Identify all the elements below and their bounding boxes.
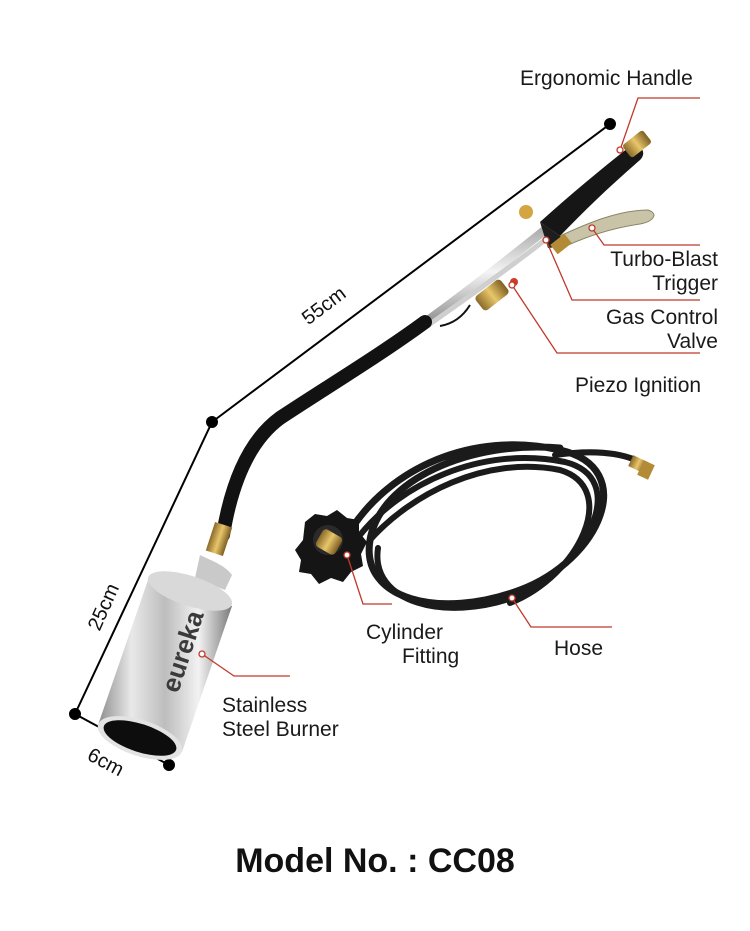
hose-illustration	[318, 441, 643, 611]
stainless-steel-burner-label: Stainless Steel Burner	[222, 694, 339, 742]
turbo-blast-line1: Turbo-Blast	[610, 248, 718, 271]
burner-line2: Steel Burner	[222, 718, 339, 741]
cylinder-fitting-illustration	[295, 510, 367, 584]
callout-lines	[201, 97, 700, 677]
burner-illustration: eureka	[97, 521, 233, 760]
cylinder-fitting-label: Cylinder Fitting	[366, 621, 466, 669]
hose-end-fitting	[628, 455, 655, 480]
gas-control-line1: Gas Control	[605, 306, 718, 329]
handle-illustration	[519, 130, 655, 255]
burner-line1: Stainless	[222, 694, 308, 717]
turbo-blast-trigger-label: Turbo-Blast Trigger	[610, 248, 718, 296]
piezo-ignition-label: Piezo Ignition	[575, 374, 702, 397]
dimension-lines	[69, 118, 616, 771]
turbo-blast-line2: Trigger	[652, 272, 718, 295]
callout-dots	[198, 146, 624, 658]
model-number: Model No. : CC08	[235, 842, 515, 880]
cylinder-line2: Fitting	[402, 645, 460, 668]
ergonomic-handle-label: Ergonomic Handle	[520, 67, 693, 90]
gas-control-line2: Valve	[667, 330, 718, 353]
hose-label: Hose	[554, 637, 604, 660]
cylinder-line1: Cylinder	[366, 621, 444, 644]
gas-control-valve-label: Gas Control Valve	[606, 306, 718, 354]
